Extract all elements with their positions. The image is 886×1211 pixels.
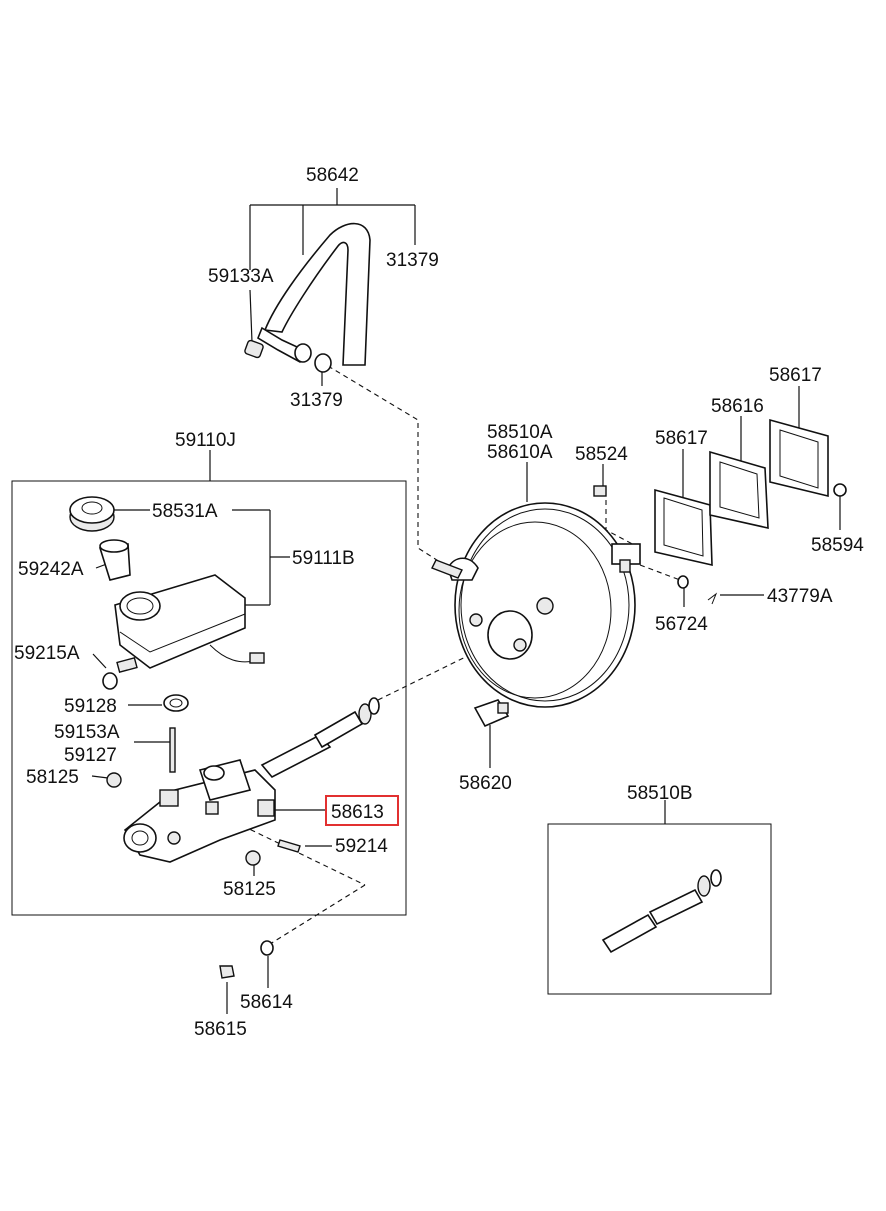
- label-58616[interactable]: 58616: [711, 396, 764, 417]
- label-59133A[interactable]: 59133A: [208, 266, 274, 287]
- label-58531A[interactable]: 58531A: [152, 501, 218, 522]
- label-58594[interactable]: 58594: [811, 535, 864, 556]
- nut-washer-icons: [219, 940, 274, 979]
- reservoir-cap-icon: [69, 496, 115, 532]
- label-58620[interactable]: 58620: [459, 773, 512, 794]
- label-58617-right[interactable]: 58617: [769, 365, 822, 386]
- label-59111B[interactable]: 59111B: [292, 548, 355, 569]
- repair-kit-frame: [547, 823, 772, 995]
- label-58615[interactable]: 58615: [194, 1019, 247, 1040]
- label-56724[interactable]: 56724: [655, 614, 708, 635]
- label-43779A[interactable]: 43779A: [767, 586, 833, 607]
- label-58524[interactable]: 58524: [575, 444, 628, 465]
- part-labels: 58642 59133A 31379 31379 59110J 58531A 5…: [14, 165, 864, 1040]
- reservoir-tank-icon: [114, 574, 265, 674]
- piston-kit-icon: [601, 869, 722, 954]
- gasket-icons: [654, 418, 847, 567]
- label-58642[interactable]: 58642: [306, 165, 359, 186]
- label-59214[interactable]: 59214: [335, 836, 388, 857]
- label-58610A[interactable]: 58610A: [487, 442, 553, 463]
- reservoir-filter-icon: [98, 539, 131, 581]
- label-59242A[interactable]: 59242A: [18, 559, 84, 580]
- booster-bracket-icon: [593, 485, 718, 605]
- label-31379-bottom[interactable]: 31379: [290, 390, 343, 411]
- label-31379-top[interactable]: 31379: [386, 250, 439, 271]
- label-58510B[interactable]: 58510B: [627, 783, 693, 804]
- label-58510A[interactable]: 58510A: [487, 422, 553, 443]
- pushrod-icon: [260, 697, 380, 779]
- label-59128[interactable]: 59128: [64, 696, 117, 717]
- highlight-box-58613: [325, 795, 399, 826]
- label-59215A[interactable]: 59215A: [14, 643, 80, 664]
- label-58125-top[interactable]: 58125: [26, 767, 79, 788]
- label-58613[interactable]: 58613: [331, 802, 384, 823]
- label-58125-bottom[interactable]: 58125: [223, 879, 276, 900]
- brake-booster-icon: [431, 502, 636, 708]
- vacuum-hose-icon: [244, 222, 371, 373]
- master-cylinder-assembly-frame: [11, 480, 407, 916]
- reservoir-seal-icons: [102, 672, 189, 788]
- label-59110J[interactable]: 59110J: [175, 430, 236, 451]
- master-cylinder-icon: [123, 759, 301, 866]
- label-58614[interactable]: 58614: [240, 992, 293, 1013]
- label-59153A[interactable]: 59153A: [54, 722, 120, 743]
- label-58617-left[interactable]: 58617: [655, 428, 708, 449]
- check-valve-icon: [473, 699, 510, 728]
- label-59127[interactable]: 59127: [64, 745, 117, 766]
